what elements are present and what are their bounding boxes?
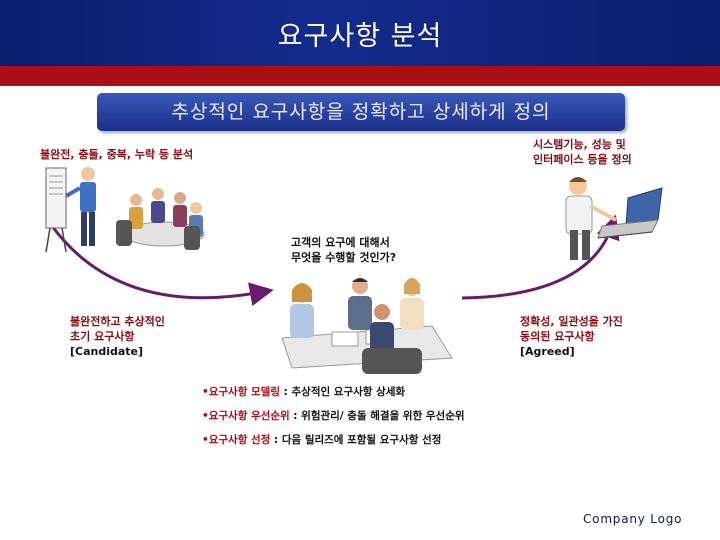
list-item: •요구사항 우선순위 : 위험관리/ 충돌 해결을 위한 우선순위 [202,409,622,423]
label-candidate-line1: 불완전하고 추상적인 [70,315,165,329]
list-item: •요구사항 모델링 : 추상적인 요구사항 상세화 [202,385,622,399]
bullet-desc: : 위험관리/ 충돌 해결을 위한 우선순위 [290,410,465,422]
bullet-desc: : 다음 릴리즈에 포함될 요구사항 선정 [270,434,441,446]
label-agreed-line1: 정확성, 일관성을 가진 [520,315,623,329]
label-question-line2: 무엇을 수행할 것인가? [291,251,396,265]
label-define-line1: 시스템기능, 성능 및 [533,138,626,152]
company-logo: Company Logo [583,512,682,526]
label-analysis: 불완전, 충돌, 중복, 누락 등 분석 [40,148,193,162]
label-candidate-line2: 초기 요구사항 [70,330,135,344]
label-agreed-line2: 동의된 요구사항 [520,330,595,344]
laptop-user-illustration [540,170,670,265]
bullet-desc: : 추상적인 요구사항 상세화 [280,386,405,398]
label-define-line2: 인터페이스 등을 정의 [533,153,632,167]
activity-list: •요구사항 모델링 : 추상적인 요구사항 상세화 •요구사항 우선순위 : 위… [202,385,622,457]
label-question-line1: 고객의 요구에 대해서 [291,236,390,250]
label-candidate-tag: [Candidate] [70,345,143,359]
label-agreed-tag: [Agreed] [520,345,575,359]
meeting-presentation-illustration [36,160,206,258]
bullet-key: •요구사항 선정 [202,434,270,446]
bullet-key: •요구사항 우선순위 [202,410,290,422]
bullet-key: •요구사항 모델링 [202,386,280,398]
team-discussion-illustration [262,268,458,376]
list-item: •요구사항 선정 : 다음 릴리즈에 포함될 요구사항 선정 [202,433,622,447]
